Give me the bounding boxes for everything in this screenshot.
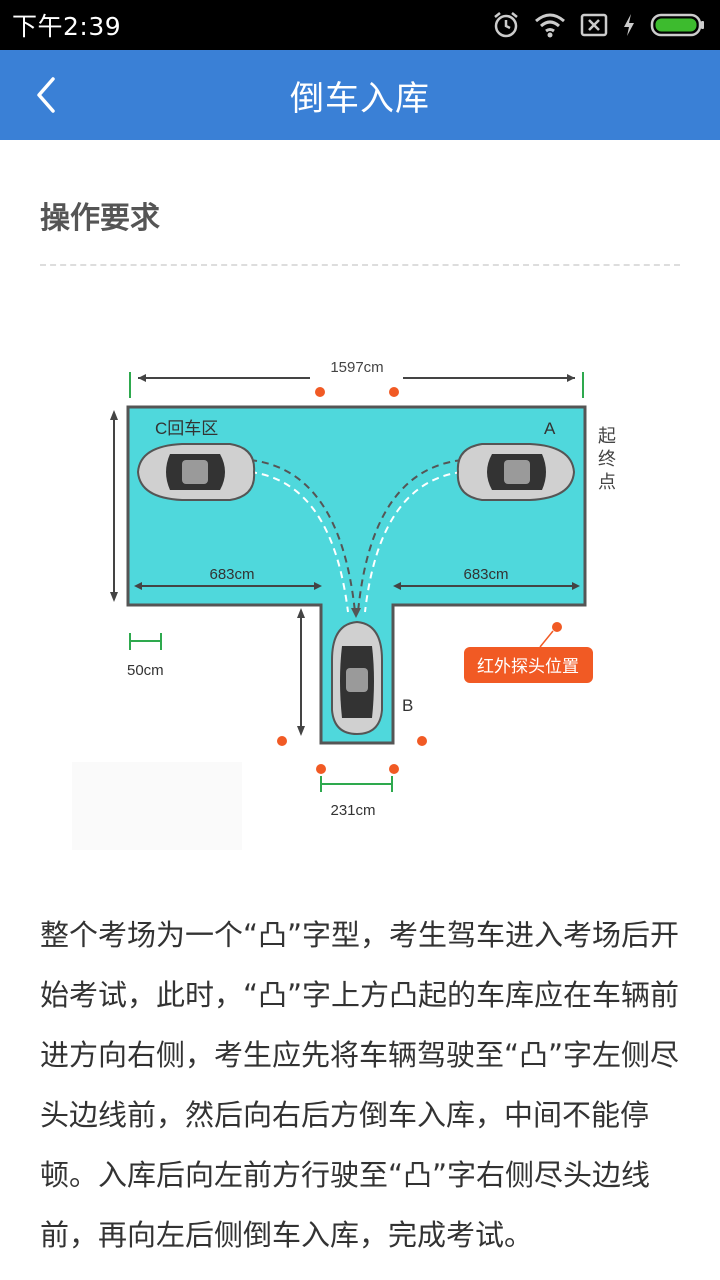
sensor-badge (464, 647, 593, 683)
sensor-dot (316, 764, 326, 774)
sensor-dot (389, 764, 399, 774)
point-a-label: A (544, 419, 556, 438)
sensor-dot (417, 736, 427, 746)
app-bar: 倒车入库 (0, 50, 720, 140)
sim-x-icon (580, 13, 608, 37)
chevron-left-icon (37, 77, 55, 113)
scale-label: 50cm (127, 662, 164, 679)
back-button[interactable] (24, 72, 68, 118)
alarm-icon (494, 12, 518, 38)
sensor-badge-label: 红外探头位置 (477, 657, 579, 677)
point-b-label: B (402, 696, 413, 715)
charging-icon (624, 14, 634, 36)
page-title: 倒车入库 (290, 78, 430, 119)
image-placeholder (72, 762, 242, 850)
wifi-icon (535, 13, 565, 38)
car-left-icon (136, 443, 256, 501)
description-text: 整个考场为一个“凸”字型，考生驾车进入考场后开始考试，此时，“凸”字上方凸起的车… (40, 918, 680, 1252)
path-right (357, 459, 463, 613)
width-label: 1597cm (330, 359, 383, 376)
start-end-char-3: 点 (598, 472, 616, 493)
start-end-char-1: 起 (598, 426, 616, 447)
sensor-dot (389, 387, 399, 397)
car-right-icon (456, 443, 576, 501)
battery-icon (650, 13, 704, 37)
bottom-width-label: 231cm (330, 802, 375, 819)
car-bottom-icon (331, 620, 383, 736)
section-title: 操作要求 (40, 201, 160, 236)
status-bar: 下午2:39 (0, 0, 720, 50)
left-length-label: 683cm (209, 566, 254, 583)
sensor-dot (315, 387, 325, 397)
reverse-parking-diagram: 1597cm 683cm 683cm C回车区 A 起 终 点 B (72, 359, 616, 850)
start-end-char-2: 终 (598, 449, 616, 470)
status-icons (492, 11, 706, 39)
sensor-dot (552, 622, 562, 632)
path-right-2 (364, 471, 463, 613)
zone-c-label: C回车区 (155, 419, 218, 438)
dashed-divider (40, 264, 680, 266)
right-length-label: 683cm (463, 566, 508, 583)
sensor-dot (277, 736, 287, 746)
status-time: 下午2:39 (12, 12, 122, 41)
path-left (249, 459, 356, 613)
